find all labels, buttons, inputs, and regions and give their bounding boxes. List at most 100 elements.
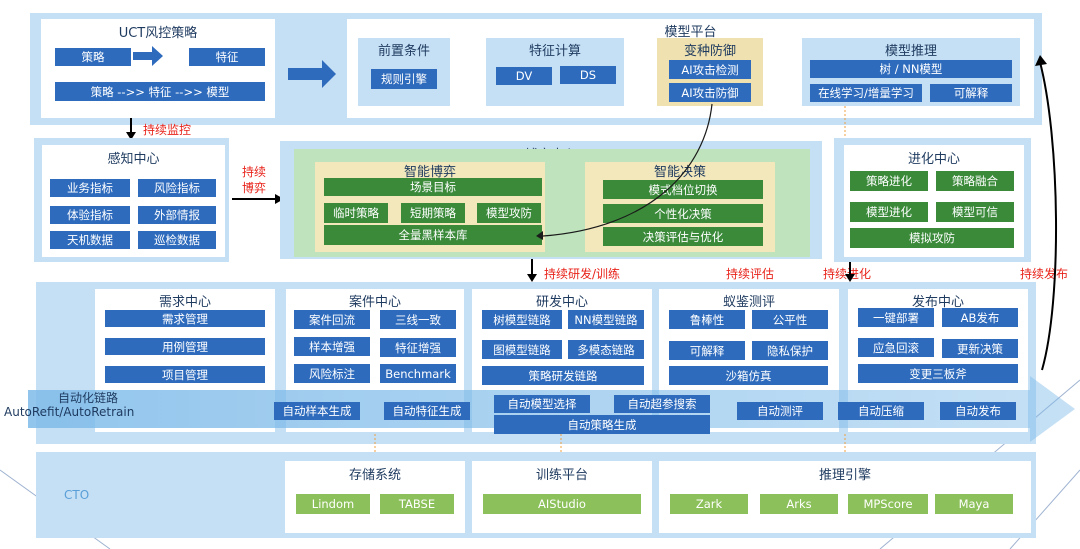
scene-target: 场景目标 [324,178,542,196]
auto-item: 自动发布 [940,402,1016,420]
ai-attack-detect: AI攻击检测 [669,60,751,79]
variant-defense-box: 变种防御 AI攻击检测 AI攻击防御 [657,38,763,106]
evolution-item: 模型可信 [936,202,1014,222]
arrow-right-icon [288,60,336,88]
black-sample-lib: 全量黑样本库 [324,225,542,245]
rd-item: 图模型链路 [482,340,562,359]
sandbox-sim: 沙箱仿真 [669,366,828,385]
inference-title: 推理引擎 [818,468,871,483]
auto-title: 自动化链路 [58,391,119,405]
release-title: 发布中心 [911,295,964,310]
rule-engine: 规则引擎 [371,69,437,89]
model-inference-box: 模型推理 树 / NN模型 在线学习/增量学习 可解释 [802,38,1020,106]
rd-item: 树模型链路 [482,310,562,329]
evolution-box: 进化中心 策略进化 策略融合 模型进化 模型可信 模拟攻防 [844,145,1024,257]
arrow-left-icon [536,231,543,240]
feature-calc-title: 特征计算 [528,44,581,59]
arrow-up-icon [1035,55,1047,66]
case-item: 风险标注 [294,364,370,383]
storage-box: 存储系统 Lindom TABSE [285,461,465,533]
personal-decision: 个性化决策 [603,204,763,223]
evolution-item: 策略融合 [936,171,1014,191]
online-learning: 在线学习/增量学习 [810,84,922,102]
eval-item: 可解释 [669,341,745,360]
model-attack: 模型攻防 [477,203,541,223]
strategy-rd-link: 策略研发链路 [482,366,644,385]
release-item: 一键部署 [858,308,934,327]
storage-item: TABSE [380,494,454,514]
inference-box: 推理引擎 Zark Arks MPScore Maya [659,461,1031,533]
dv-item: DV [496,67,552,85]
rd-item: NN模型链路 [568,310,644,329]
case-item: 样本增强 [294,337,370,356]
perception-item: 风险指标 [138,179,216,197]
arrow-down-icon [126,132,136,140]
temp-strategy: 临时策略 [324,203,388,223]
training-box: 训练平台 AIStudio [472,461,652,533]
release-item: 应急回滚 [858,338,934,357]
label-monitor: 持续监控 [143,123,192,137]
arrow-right-icon [275,194,284,204]
label-rd: 持续研发/训练 [544,267,621,281]
eval-item: 隐私保护 [752,341,828,360]
rd-item: 多模态链路 [568,340,644,359]
sim-attack: 模拟攻防 [850,228,1014,248]
demand-title: 需求中心 [158,295,211,310]
ds-item: DS [560,66,616,84]
inference-item: Arks [760,494,838,514]
auto-item: 自动特征生成 [384,402,470,420]
feature-calc-box: 特征计算 DV DS [486,38,624,106]
inference-item: Zark [670,494,748,514]
auto-item: 自动压缩 [838,402,924,420]
arrow-down-icon [845,274,855,282]
release-item: 更新决策 [942,339,1018,358]
tree-nn-model: 树 / NN模型 [810,60,1012,78]
inference-item: Maya [935,494,1013,514]
cto-label: CTO [64,488,90,502]
uct-title: UCT风控策略 [118,26,198,41]
explainable: 可解释 [930,84,1012,102]
auto-item: 自动超参搜索 [614,395,710,413]
rd-title: 研发中心 [535,295,588,310]
smart-game-box: 智能博弈 场景目标 临时策略 短期策略 模型攻防 全量黑样本库 [315,162,545,252]
training-item: AIStudio [483,494,641,514]
mode-switch: 模式档位切换 [603,180,763,199]
auto-sub: AutoRefit/AutoRetrain [4,405,135,419]
perception-item: 外部情报 [138,206,216,224]
auto-strategy-gen: 自动策略生成 [494,415,710,434]
storage-title: 存储系统 [348,468,401,483]
perception-item: 巡检数据 [138,231,216,249]
label-game-2: 博弈 [242,181,267,195]
perception-title: 感知中心 [107,152,160,167]
storage-item: Lindom [296,494,370,514]
pre-cond-box: 前置条件 规则引擎 [358,38,450,106]
demand-item: 用例管理 [105,338,265,355]
smart-game-title: 智能博弈 [403,165,456,180]
auto-item: 自动模型选择 [494,395,590,413]
inference-item: MPScore [848,494,928,514]
uct-feature: 特征 [189,48,265,66]
arrow-down-icon [527,274,537,282]
change-three-axe: 变更三板斧 [858,364,1018,383]
evolution-title: 进化中心 [907,152,960,167]
training-title: 训练平台 [535,468,588,483]
perception-item: 业务指标 [50,179,130,197]
case-item: 特征增强 [380,338,456,357]
short-strategy: 短期策略 [401,203,465,223]
case-title: 案件中心 [348,295,401,310]
auto-item: 自动测评 [737,402,823,420]
model-platform-title: 模型平台 [664,25,717,40]
case-item: 案件回流 [294,310,370,329]
demand-item: 需求管理 [105,310,265,327]
perception-item: 天机数据 [50,231,130,249]
smart-decision-title: 智能决策 [653,165,706,180]
evolution-item: 模型进化 [850,202,928,222]
model-inference-title: 模型推理 [884,44,937,59]
perception-box: 感知中心 业务指标 风险指标 体验指标 外部情报 天机数据 巡检数据 [42,145,225,257]
variant-defense-title: 变种防御 [683,44,736,59]
demand-item: 项目管理 [105,366,265,383]
